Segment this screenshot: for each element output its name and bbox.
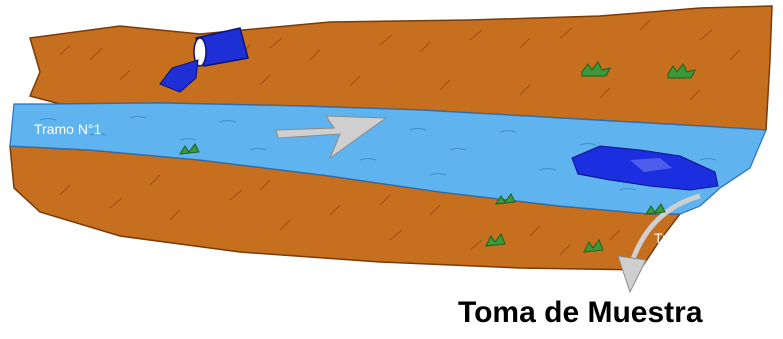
sampling-title: Toma de Muestra [458, 296, 703, 330]
outflow-lines [700, 209, 760, 214]
tramo-1-label: Tramo N°1 [34, 121, 101, 137]
tramo-2-label: Tramo N°2 [654, 230, 721, 246]
